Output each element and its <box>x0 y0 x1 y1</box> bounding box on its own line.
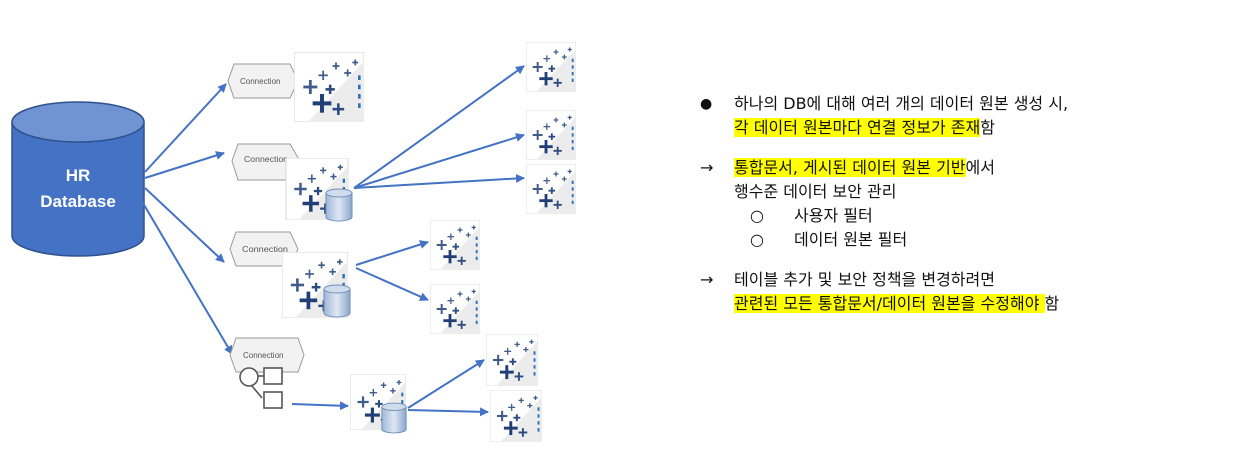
workbook-icon <box>490 390 542 442</box>
arrow-join-to-workbook <box>291 401 349 411</box>
bullet-point-3: → 테이블 추가 및 보안 정책을 변경하려면 관련된 모든 통합문서/데이터 … <box>690 268 1210 316</box>
database-arrows <box>139 83 233 355</box>
bullet1-line2-highlight: 각 데이터 원본마다 연결 정보가 존재 <box>734 118 981 137</box>
arrow-right-icon: → <box>700 270 714 289</box>
database-cylinder-icon <box>323 284 351 318</box>
bullet3-line2: 관련된 모든 통합문서/데이터 원본을 수정해야 함 <box>734 292 1210 316</box>
sub-item-user-filter: ○ 사용자 필터 <box>690 204 1210 228</box>
notes-panel: ● 하나의 DB에 대해 여러 개의 데이터 원본 생성 시, 각 데이터 원본… <box>690 92 1210 316</box>
workbook-icon <box>430 284 480 334</box>
connection-box-4: Connection <box>229 337 305 373</box>
circle-bullet-icon: ○ <box>750 230 764 249</box>
workbook-icon <box>526 42 576 92</box>
bullet1-line2-rest: 함 <box>980 118 995 137</box>
output-arrows <box>291 65 525 417</box>
workbook-icon <box>526 110 576 160</box>
arrow-db-to-connection-4 <box>139 197 233 355</box>
arrow-to-workbook-d <box>355 240 429 266</box>
sub-item-label: 데이터 원본 필터 <box>794 230 908 249</box>
bullet3-line2-rest: 함 <box>1044 294 1060 313</box>
connection-label: Connection <box>242 245 288 254</box>
architecture-diagram: HR Database Connection Connection Connec… <box>11 42 576 442</box>
hr-database: HR Database <box>11 101 145 257</box>
workbook-icon <box>486 334 538 386</box>
arrow-to-workbook-a <box>353 65 525 189</box>
circle-bullet-icon: ○ <box>750 206 764 225</box>
workbook-icon <box>526 164 576 214</box>
connection-label: Connection <box>244 155 288 164</box>
arrow-to-workbook-c <box>353 173 525 189</box>
database-label-line1: HR <box>66 166 91 185</box>
arrow-db-to-connection-3 <box>144 187 225 263</box>
connection-label: Connection <box>243 351 283 360</box>
arrow-to-workbook-f <box>407 359 485 409</box>
bullet2-line1-highlight: 통합문서, 게시된 데이터 원본 기반 <box>734 158 966 177</box>
arrow-db-to-connection-2 <box>144 151 225 179</box>
bullet2-line1: 통합문서, 게시된 데이터 원본 기반에서 <box>734 156 1210 180</box>
bullet1-line1: 하나의 DB에 대해 여러 개의 데이터 원본 생성 시, <box>734 94 1069 113</box>
sub-item-datasource-filter: ○ 데이터 원본 필터 <box>690 228 1210 252</box>
arrow-db-to-connection-1 <box>144 83 227 173</box>
workbook-icon <box>430 220 480 270</box>
connection-label: Connection <box>240 77 280 86</box>
arrow-to-workbook-e <box>355 267 429 301</box>
sub-item-label: 사용자 필터 <box>794 206 873 225</box>
bullet3-line2-highlight: 관련된 모든 통합문서/데이터 원본을 수정해야 <box>734 294 1045 313</box>
bullet-point-2: → 통합문서, 게시된 데이터 원본 기반에서 행수준 데이터 보안 관리 <box>690 156 1210 204</box>
bullet-point-1: ● 하나의 DB에 대해 여러 개의 데이터 원본 생성 시, 각 데이터 원본… <box>690 92 1210 140</box>
bullet2-line2: 행수준 데이터 보안 관리 <box>734 182 897 201</box>
connection-box-1: Connection <box>227 63 299 99</box>
workbook-icon <box>294 52 364 122</box>
bullet2-line1-rest: 에서 <box>965 158 995 177</box>
bullet1-line2: 각 데이터 원본마다 연결 정보가 존재함 <box>734 116 1210 140</box>
arrow-to-workbook-g <box>407 407 489 417</box>
bullet-dot-icon: ● <box>700 96 713 112</box>
arrow-right-icon: → <box>700 158 714 177</box>
database-cylinder-icon <box>381 402 407 434</box>
arrow-to-workbook-b <box>353 133 525 189</box>
table-join-icon <box>239 367 283 409</box>
bullet3-line1: 테이블 추가 및 보안 정책을 변경하려면 <box>734 270 995 289</box>
database-cylinder-icon <box>325 188 353 222</box>
database-label-line2: Database <box>40 192 116 211</box>
